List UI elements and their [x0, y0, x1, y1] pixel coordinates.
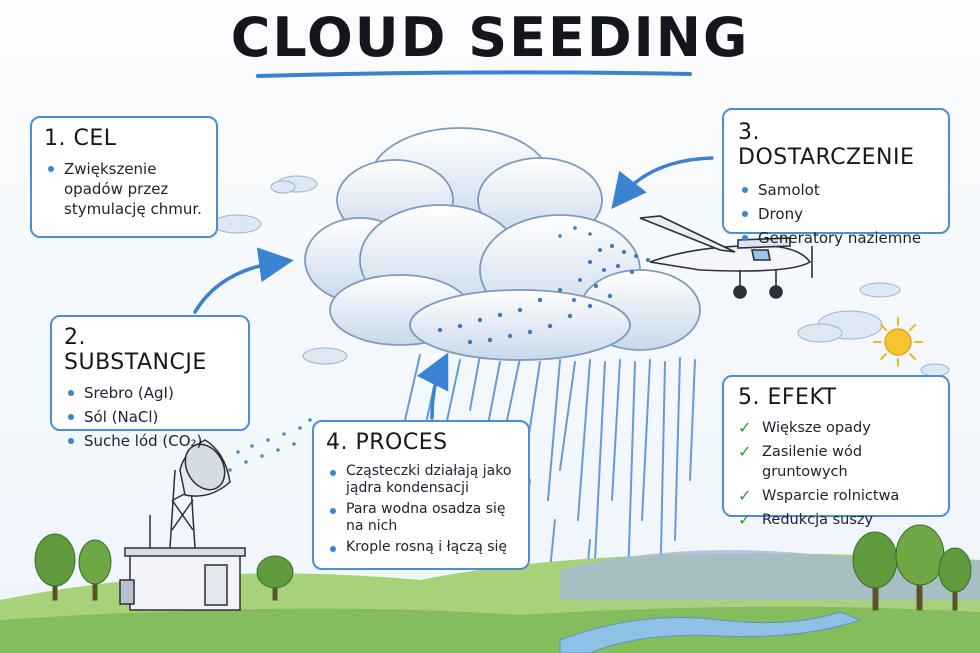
list-item: Srebro (AgI): [64, 383, 236, 403]
list-item: ✓Wsparcie rolnictwa: [738, 486, 900, 505]
flow-arrows: [193, 156, 714, 420]
list-item: Samolot: [738, 180, 934, 200]
section-proces-heading: 4. PROCES: [326, 430, 448, 455]
background-clouds: [212, 175, 950, 377]
list-item: Drony: [738, 204, 934, 224]
check-icon: ✓: [738, 510, 752, 529]
bullet-dot-icon: [68, 390, 74, 396]
section-dostarczenie-heading: 3. DOSTARCZENIE: [738, 120, 915, 170]
section-proces: 4. PROCES Cząsteczki działają jako jądra…: [312, 420, 530, 570]
bullet-dot-icon: [68, 438, 74, 444]
list-item: ✓Większe opady: [738, 418, 871, 437]
section-dostarczenie: 3. DOSTARCZENIE Samolot Drony Generatory…: [722, 108, 950, 247]
check-icon: ✓: [738, 442, 752, 461]
list-item: Suche lód (CO₂): [64, 431, 236, 451]
bullet-dot-icon: [330, 546, 336, 552]
bullet-dot-icon: [330, 470, 336, 476]
list-item: ✓Redukcja suszy: [738, 510, 874, 529]
ground-spray: [228, 418, 312, 472]
check-icon: ✓: [738, 486, 752, 505]
section-efekt-heading: 5. EFEKT: [738, 385, 837, 410]
trees: [34, 524, 972, 611]
arrow-dostarczenie-to-cloud: [611, 156, 714, 209]
check-icon: ✓: [738, 418, 752, 437]
ground-station-icon: [119, 439, 246, 611]
list-item: Para wodna osadza się na nich: [326, 501, 516, 535]
airplane-icon: [639, 215, 813, 299]
bullet-dot-icon: [742, 187, 748, 193]
bullet-dot-icon: [742, 211, 748, 217]
bullet-dot-icon: [742, 235, 748, 241]
arrow-proces-to-cloud: [416, 352, 449, 420]
arrow-substancje-to-cloud: [193, 247, 294, 314]
list-item: Zwiększenie opadów przez stymulację chmu…: [44, 159, 204, 219]
seeding-particles: [437, 226, 650, 345]
list-item: ✓Zasilenie wód gruntowych: [738, 442, 863, 480]
bullet-dot-icon: [330, 508, 336, 514]
section-substancje-heading: 2. SUBSTANCJE: [64, 325, 207, 375]
bullet-dot-icon: [48, 166, 54, 172]
list-item: Generatory naziemne: [738, 228, 934, 248]
section-substancje: 2. SUBSTANCJE Srebro (AgI) Sól (NaCl) Su…: [50, 315, 250, 450]
sun-icon: [873, 317, 923, 367]
list-item: Cząsteczki działają jako jądra kondensac…: [326, 463, 516, 497]
main-cloud: [304, 127, 701, 361]
list-item: Krople rosną i łączą się: [326, 539, 516, 556]
section-cel: 1. CEL Zwiększenie opadów przez stymulac…: [30, 116, 218, 238]
section-efekt: 5. EFEKT ✓Większe opady ✓Zasilenie wód g…: [722, 375, 950, 529]
page-title: CLOUD SEEDING: [230, 6, 750, 69]
title-underline: [256, 70, 692, 78]
bullet-dot-icon: [68, 414, 74, 420]
section-cel-heading: 1. CEL: [44, 126, 117, 151]
list-item: Sól (NaCl): [64, 407, 236, 427]
